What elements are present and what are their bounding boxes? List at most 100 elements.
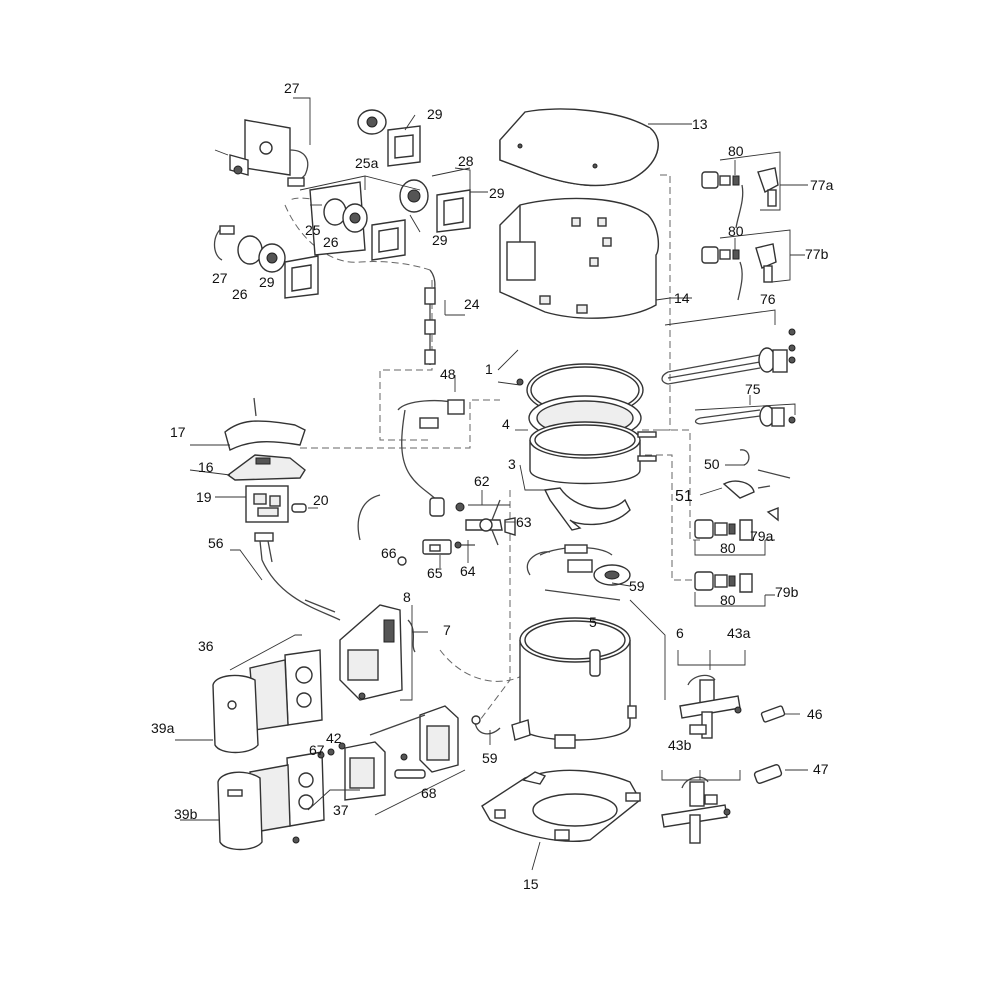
connector-set-77b xyxy=(701,243,777,301)
label-3: 3 xyxy=(508,456,516,472)
label-39a: 39a xyxy=(151,720,175,736)
label-80-c: 80 xyxy=(720,540,736,556)
label-77b: 77b xyxy=(805,246,829,262)
base-tray-15 xyxy=(481,769,641,842)
label-27-top: 27 xyxy=(284,80,300,96)
label-26-left: 26 xyxy=(232,286,248,302)
control-knob-assembly-25 xyxy=(309,181,406,261)
clips-50-51 xyxy=(722,449,791,499)
label-1: 1 xyxy=(485,361,493,377)
control-knob-assembly-lower xyxy=(213,225,319,299)
label-6: 6 xyxy=(676,625,684,641)
label-62: 62 xyxy=(474,473,490,489)
label-43a: 43a xyxy=(727,625,751,641)
label-59-burner: 59 xyxy=(629,578,645,594)
nozzle-47 xyxy=(753,764,783,784)
label-66: 66 xyxy=(381,545,397,561)
label-80-d: 80 xyxy=(720,592,736,608)
label-27-left: 27 xyxy=(212,270,228,286)
label-4: 4 xyxy=(502,416,510,432)
label-8: 8 xyxy=(403,589,411,605)
label-16: 16 xyxy=(198,459,214,475)
burner-assembly-59 xyxy=(526,544,631,601)
label-63: 63 xyxy=(516,514,532,530)
tank-bracket xyxy=(543,487,631,531)
electrode-64-65-66 xyxy=(397,539,475,566)
gas-valve-43a xyxy=(679,674,742,739)
label-13: 13 xyxy=(692,116,708,132)
label-56: 56 xyxy=(208,535,224,551)
outer-casing-14 xyxy=(499,197,660,319)
front-cover-39a xyxy=(212,674,259,754)
label-65: 65 xyxy=(427,565,443,581)
junction-box-37 xyxy=(317,741,386,801)
panel-frame-29-top xyxy=(357,109,421,167)
label-50: 50 xyxy=(704,456,720,472)
label-24: 24 xyxy=(464,296,480,312)
leader-lines xyxy=(175,97,808,871)
label-67: 67 xyxy=(309,742,325,758)
label-25a: 25a xyxy=(355,155,379,171)
base-plate-36 xyxy=(249,649,323,731)
switch-56 xyxy=(254,532,341,621)
top-cover-13 xyxy=(499,108,659,187)
label-15: 15 xyxy=(523,876,539,892)
label-76: 76 xyxy=(760,291,776,307)
label-29-center: 29 xyxy=(432,232,448,248)
fitting-set-79b xyxy=(694,571,753,593)
control-board-19 xyxy=(245,485,289,523)
label-17: 17 xyxy=(170,424,186,440)
label-20: 20 xyxy=(313,492,329,508)
label-19: 19 xyxy=(196,489,212,505)
fitting-set-79a xyxy=(694,506,779,541)
connector-set-77a xyxy=(701,167,779,229)
label-26-center: 26 xyxy=(323,234,339,250)
tank-body-3 xyxy=(529,421,657,485)
label-79a: 79a xyxy=(750,528,774,544)
front-cover-39b xyxy=(217,771,263,851)
label-75: 75 xyxy=(745,381,761,397)
label-28: 28 xyxy=(458,153,474,169)
label-59-lower: 59 xyxy=(482,750,498,766)
label-47: 47 xyxy=(813,761,829,777)
label-5: 5 xyxy=(589,614,597,630)
thermocouple-59 xyxy=(471,715,501,735)
label-80-a: 80 xyxy=(728,143,744,159)
label-79b: 79b xyxy=(775,584,799,600)
label-14: 14 xyxy=(674,290,690,306)
gas-valve-62 xyxy=(455,499,516,546)
wire-harness-24 xyxy=(424,269,436,365)
label-80-b: 80 xyxy=(728,223,744,239)
label-48: 48 xyxy=(440,366,456,382)
fuse-20 xyxy=(291,503,307,513)
cable-gland xyxy=(304,599,336,613)
wire-harness-48 xyxy=(357,399,465,541)
cover-plate-17 xyxy=(224,397,306,452)
panel-frame-28 xyxy=(399,179,471,233)
gas-valve-43b xyxy=(661,776,731,844)
label-46: 46 xyxy=(807,706,823,722)
label-77a: 77a xyxy=(810,177,834,193)
label-25: 25 xyxy=(305,222,321,238)
combustion-chamber-6 xyxy=(511,617,637,749)
label-29-right: 29 xyxy=(489,185,505,201)
label-39b: 39b xyxy=(174,806,198,822)
label-64: 64 xyxy=(460,563,476,579)
bracket-box-68 xyxy=(369,705,459,779)
label-29-top: 29 xyxy=(427,106,443,122)
label-29-left: 29 xyxy=(259,274,275,290)
control-unit-16 xyxy=(226,454,306,481)
label-43b: 43b xyxy=(668,737,692,753)
heating-element-75 xyxy=(694,405,796,427)
label-37: 37 xyxy=(333,802,349,818)
control-panel-upper xyxy=(214,119,309,187)
label-51: 51 xyxy=(675,488,693,505)
label-42: 42 xyxy=(326,730,342,746)
label-36: 36 xyxy=(198,638,214,654)
label-68: 68 xyxy=(421,785,437,801)
nozzle-46 xyxy=(760,705,786,723)
heating-element-76 xyxy=(661,328,796,385)
label-7: 7 xyxy=(443,622,451,638)
